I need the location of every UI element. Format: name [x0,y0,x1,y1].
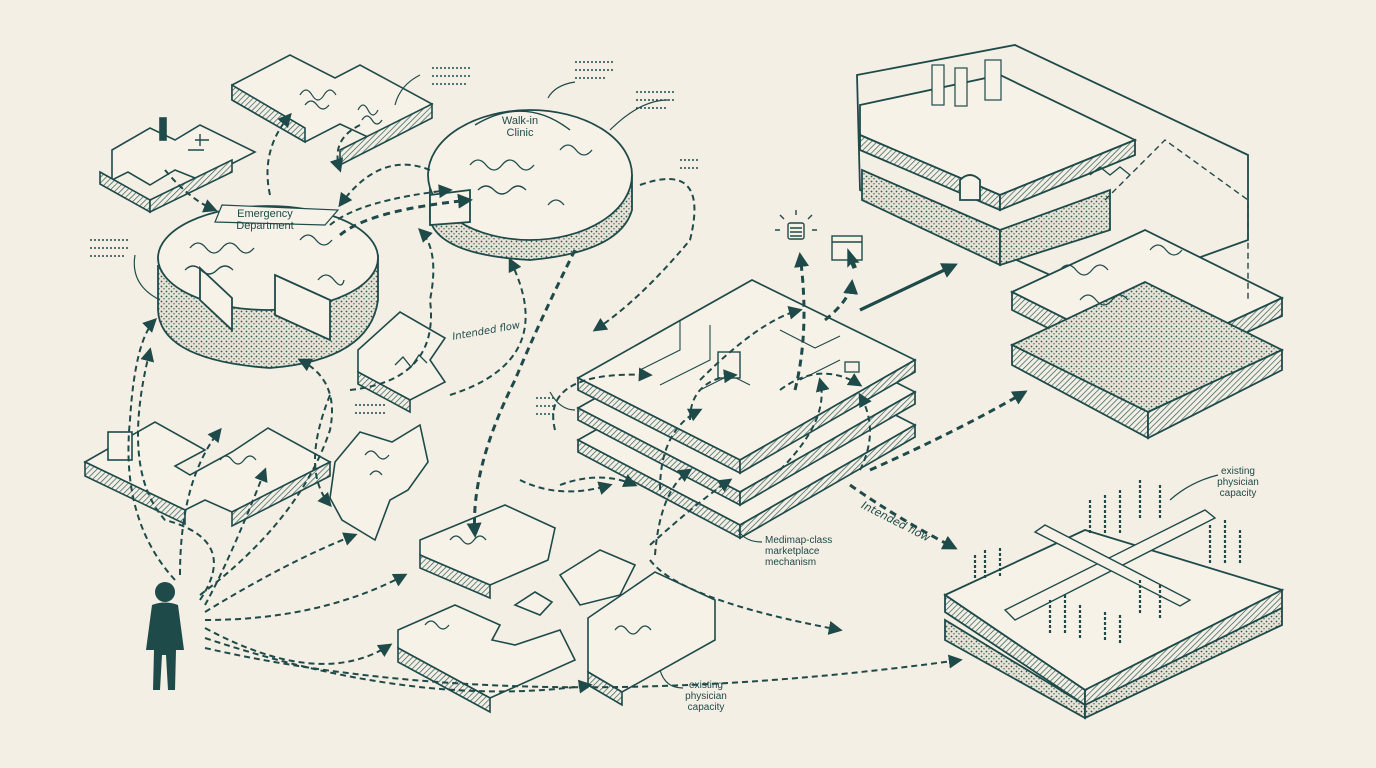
marketplace-label-line-1: Medimap-class [765,535,833,546]
capacity-right-line-1: existing [1221,466,1255,477]
building-upper [856,44,1249,296]
walk-in-clinic-block [427,109,633,261]
capacity-label-bottom: existing physician capacity [676,680,736,713]
emergency-label-line-2: Department [236,220,294,232]
fragment-bottom-left [83,421,332,528]
marketplace-mechanism-label: Medimap-class marketplace mechanism [765,535,855,568]
person-silhouette-icon [146,582,184,690]
organized-capacity-platform [943,480,1285,720]
capacity-right-line-3: capacity [1219,488,1257,499]
building-lower [1009,139,1285,440]
fragment-mid-left [357,311,447,414]
intended-flow-arrows [339,193,1028,550]
lightbulb-icon [775,210,817,240]
emergency-department-label: Emergency Department [225,208,305,232]
marketplace-platform [576,279,917,540]
chaotic-flow-arrows [127,112,963,694]
capacity-bottom-line-3: capacity [687,702,725,713]
walkin-label-line-2: Clinic [506,127,534,139]
cursor-screen-icon [831,235,863,269]
fragment-top-center [231,54,434,167]
emergency-label-line-1: Emergency [237,208,293,220]
marketplace-label-line-2: marketplace [765,546,820,557]
marketplace-label-line-3: mechanism [765,557,817,568]
annotation-scribbles [90,61,698,415]
emergency-department-block [157,204,379,369]
annotation-leaders [133,74,1219,689]
capacity-right-line-2: physician [1217,477,1259,488]
fragment-puzzle-b [397,604,577,714]
walkin-label-line-1: Walk-in [501,115,539,127]
capacity-bottom-line-2: physician [685,691,727,702]
fragment-torn-center [329,423,429,542]
fragment-puzzle-a [419,504,556,600]
capacity-bottom-line-1: existing [689,680,723,691]
capacity-label-right: existing physician capacity [1208,466,1268,499]
fragment-top-left [99,117,257,214]
fragment-puzzle-c [513,549,716,707]
walk-in-clinic-label: Walk-in Clinic [490,115,550,139]
